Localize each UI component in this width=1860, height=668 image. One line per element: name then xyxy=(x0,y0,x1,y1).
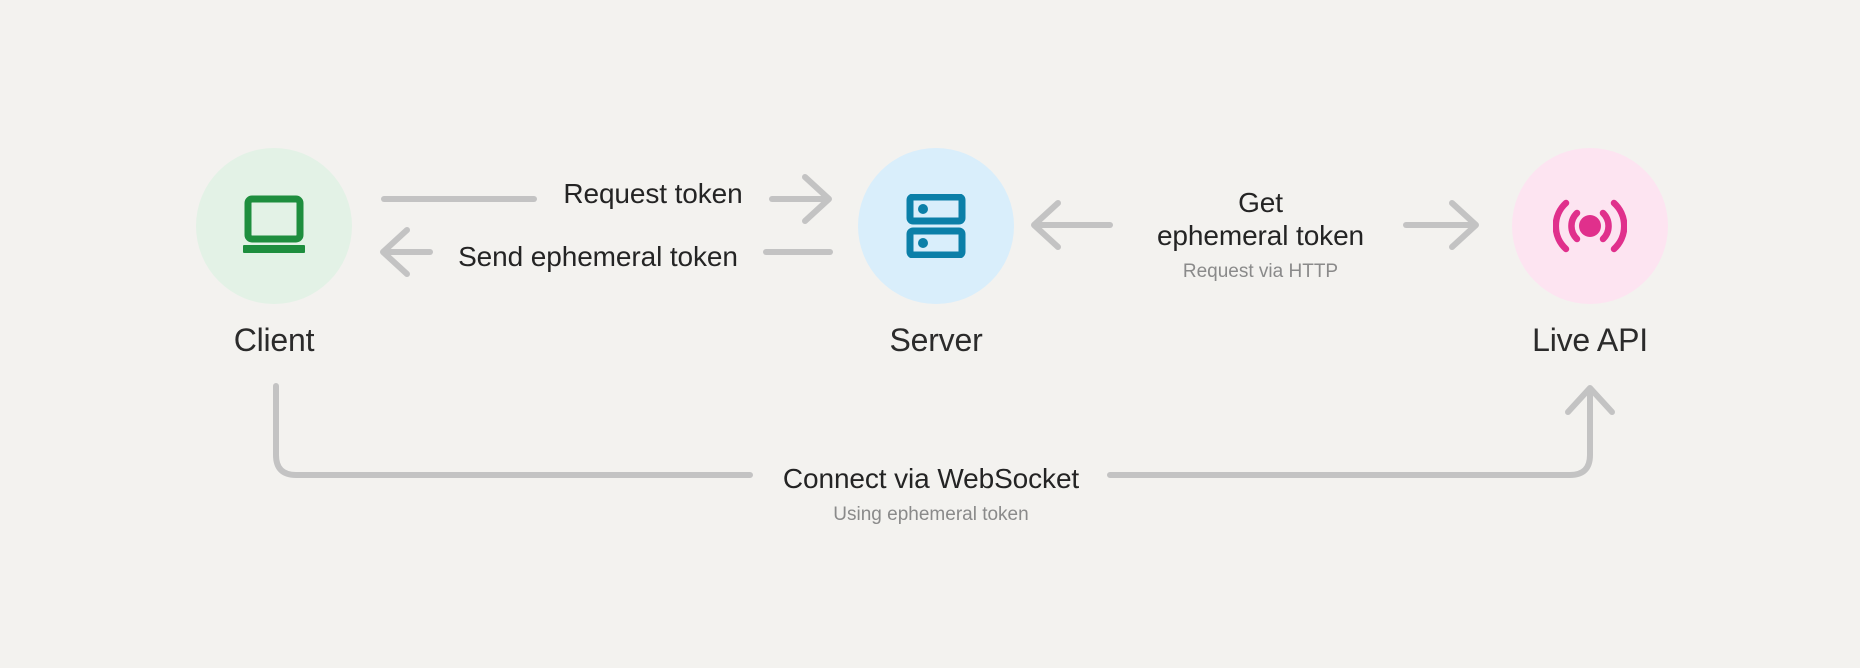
edge-connect-websocket-title: Connect via WebSocket xyxy=(782,463,1080,494)
edge-get-ephemeral-token-line2: ephemeral token xyxy=(1156,220,1365,252)
node-server[interactable]: Server xyxy=(858,148,1014,356)
edge-send-ephemeral-token-title: Send ephemeral token xyxy=(458,241,738,272)
edge-connect-websocket-sublabel: Using ephemeral token xyxy=(833,504,1029,526)
edge-label-get-ephemeral-token: Get ephemeral token Request via HTTP xyxy=(1108,186,1413,284)
edge-label-connect-websocket: Connect via WebSocket Using ephemeral to… xyxy=(766,462,1096,527)
server-icon xyxy=(906,194,966,258)
laptop-icon xyxy=(243,195,305,253)
edge-get-ephemeral-token-title: Get ephemeral token xyxy=(1108,186,1413,252)
connector-connect-websocket xyxy=(273,383,1615,478)
node-live-api-label: Live API xyxy=(1532,322,1648,358)
edge-request-token-title: Request token xyxy=(563,178,743,209)
node-server-label: Server xyxy=(889,322,983,358)
edge-get-ephemeral-token-sublabel: Request via HTTP xyxy=(1182,261,1339,283)
broadcast-signal-icon xyxy=(1553,199,1627,253)
connector-get-ephemeral-left xyxy=(1031,200,1113,250)
arrowhead-up-icon xyxy=(1565,385,1615,415)
connector-request-token xyxy=(381,174,832,224)
edge-label-request-token: Request token xyxy=(553,177,753,210)
node-client-label: Client xyxy=(233,322,315,358)
arrowhead-left-icon xyxy=(380,227,410,277)
edge-label-send-ephemeral-token: Send ephemeral token xyxy=(443,240,753,273)
node-live-api[interactable]: Live API xyxy=(1512,148,1668,356)
edge-get-ephemeral-token-line1: Get xyxy=(1238,187,1283,218)
arrowhead-left-icon xyxy=(1031,200,1061,250)
node-client[interactable]: Client xyxy=(196,148,352,356)
arrowhead-right-icon xyxy=(802,174,832,224)
node-server-circle xyxy=(858,148,1014,304)
node-client-circle xyxy=(196,148,352,304)
arrowhead-right-icon xyxy=(1449,200,1479,250)
connector-get-ephemeral-right xyxy=(1403,200,1479,250)
connector-send-ephemeral-token xyxy=(380,227,833,277)
node-live-api-circle xyxy=(1512,148,1668,304)
